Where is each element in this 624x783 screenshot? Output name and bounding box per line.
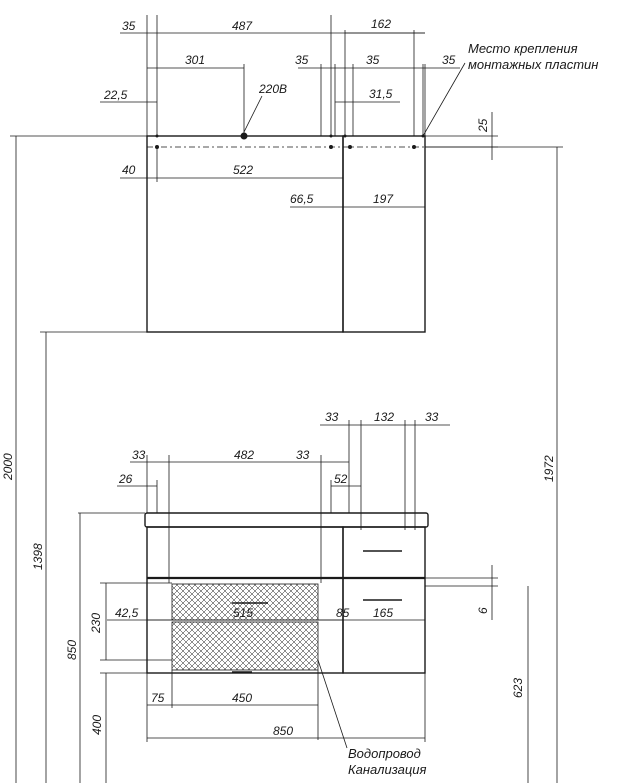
- dim-25: 25: [476, 118, 490, 133]
- plumbing-zone-lower: [171, 621, 319, 671]
- vertical-dimension-lines: [10, 135, 563, 783]
- bottom-dimension-labels: 33 132 33 33 482 33 26 52 42,5 515 85 16…: [89, 410, 490, 738]
- dim-132: 132: [374, 410, 394, 424]
- dim-197: 197: [373, 192, 394, 206]
- vanity-cabinet: [144, 512, 429, 674]
- dim-515: 515: [233, 606, 253, 620]
- dim-40: 40: [122, 163, 136, 177]
- dim-623: 623: [511, 678, 525, 698]
- mirror-cabinet: [146, 132, 426, 333]
- mount-place-line-2: монтажных пластин: [468, 57, 598, 72]
- dim-35-b: 35: [295, 53, 309, 67]
- dim-1398: 1398: [31, 543, 45, 570]
- mount-place-line-1: Место крепления: [468, 41, 578, 56]
- countertop: [144, 512, 429, 528]
- dim-22-5: 22,5: [103, 88, 128, 102]
- dim-35-d: 35: [442, 53, 456, 67]
- top-extension-lines: [146, 15, 426, 210]
- dim-33-c: 33: [132, 448, 146, 462]
- mount-point: [329, 145, 333, 149]
- dim-850-height: 850: [65, 640, 79, 660]
- bottom-extension-lines: [146, 420, 426, 742]
- dim-42-5: 42,5: [115, 606, 139, 620]
- mount-place-label: Место крепления монтажных пластин: [468, 41, 598, 72]
- dim-522: 522: [233, 163, 253, 177]
- power-label: 220В: [258, 82, 287, 96]
- dim-26: 26: [118, 472, 133, 486]
- dim-6: 6: [476, 607, 490, 614]
- dim-400: 400: [90, 715, 104, 735]
- dim-85: 85: [336, 606, 350, 620]
- dim-1972: 1972: [542, 455, 556, 482]
- dim-35-top: 35: [122, 19, 136, 33]
- pipes-line-1: Водопровод: [348, 746, 421, 761]
- top-dimension-labels: 35 487 162 301 35 35 35 22,5 220В 31,5 4…: [103, 17, 490, 206]
- dim-450: 450: [232, 691, 252, 705]
- side-cabinet-top: [342, 135, 426, 333]
- dim-35-c: 35: [366, 53, 380, 67]
- vertical-dimension-labels: 2000 1398 1972 850 400 623: [1, 453, 556, 735]
- dim-301: 301: [185, 53, 205, 67]
- dim-230: 230: [89, 613, 103, 634]
- dim-2000: 2000: [1, 453, 15, 481]
- dim-33-b: 33: [425, 410, 439, 424]
- bottom-dimension-lines: [78, 424, 498, 749]
- dim-31-5: 31,5: [369, 87, 393, 101]
- dim-482: 482: [234, 448, 254, 462]
- dim-165: 165: [373, 606, 393, 620]
- dim-66-5: 66,5: [290, 192, 314, 206]
- dim-52: 52: [334, 472, 348, 486]
- dim-162: 162: [371, 17, 391, 31]
- mount-point: [412, 145, 416, 149]
- mount-point: [348, 145, 352, 149]
- pipes-line-2: Канализация: [348, 762, 426, 777]
- dim-33-a: 33: [325, 410, 339, 424]
- dim-33-d: 33: [296, 448, 310, 462]
- dim-75: 75: [151, 691, 165, 705]
- pipes-label: Водопровод Канализация: [348, 746, 426, 777]
- dim-487: 487: [232, 19, 253, 33]
- dim-850-width: 850: [273, 724, 293, 738]
